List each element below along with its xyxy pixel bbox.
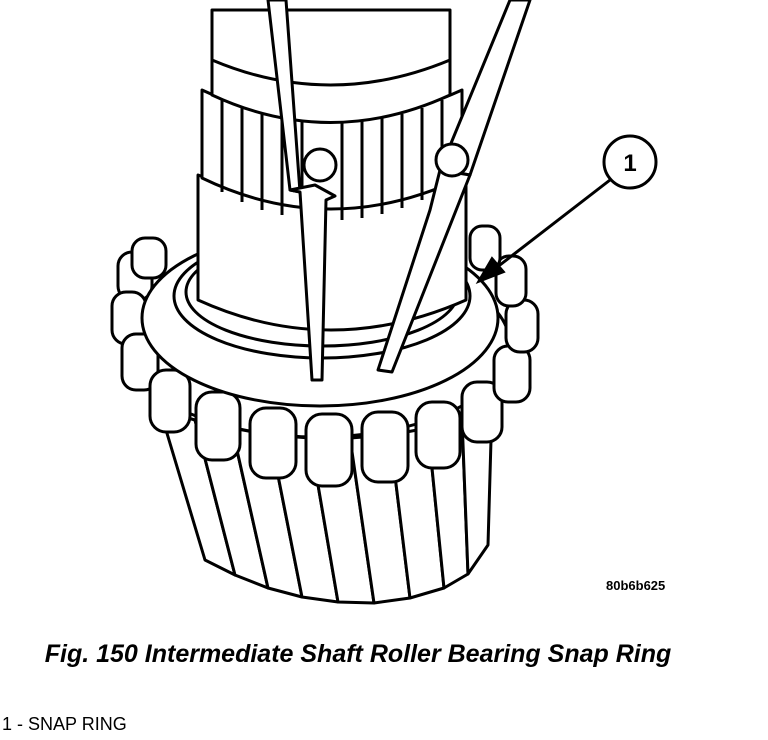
figure-caption: Fig. 150 Intermediate Shaft Roller Beari… — [44, 640, 672, 668]
callout-number: 1 — [623, 150, 636, 177]
snap-ring-installation-illustration: 1 — [110, 0, 658, 605]
image-code: 80b6b625 — [606, 578, 666, 593]
snap-ring-pliers — [266, 0, 532, 382]
legend-item: 1 - SNAP RING — [2, 714, 127, 734]
callout-1: 1 — [475, 134, 658, 284]
intermediate-shaft — [210, 8, 452, 124]
